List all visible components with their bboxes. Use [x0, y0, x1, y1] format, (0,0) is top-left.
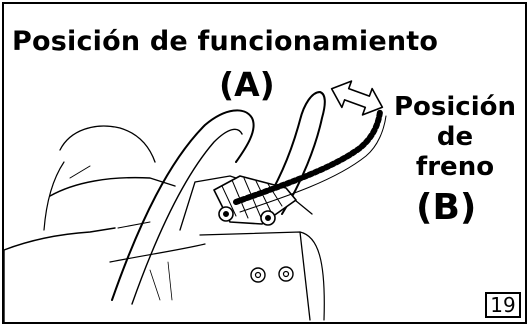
housing-right [299, 231, 325, 321]
brake-label-line2: de [436, 122, 474, 152]
saw-body-outline [3, 227, 116, 323]
housing-front [179, 175, 313, 231]
brake-lever-a [261, 91, 326, 215]
figure-title: Posición de funcionamiento [12, 26, 439, 57]
top-handle-inner [131, 128, 243, 305]
brake-position-label: Posición de freno [382, 92, 528, 182]
label-position-a: (A) [219, 65, 275, 104]
brake-label-line3: freno [415, 152, 495, 182]
saw-top-housing [49, 176, 176, 197]
page-number: 19 [485, 292, 521, 318]
double-arrow [330, 80, 384, 116]
top-handle [111, 109, 255, 301]
screw-right [278, 266, 294, 282]
brake-arc-dashed [233, 109, 383, 205]
saw-rear-curve [59, 125, 156, 163]
housing-base [109, 243, 206, 263]
screw-left [250, 267, 266, 283]
brake-label-line1: Posición [393, 92, 516, 122]
housing-lower [199, 231, 311, 321]
saw-rear-lower [43, 161, 65, 231]
label-position-b: (B) [416, 187, 477, 228]
